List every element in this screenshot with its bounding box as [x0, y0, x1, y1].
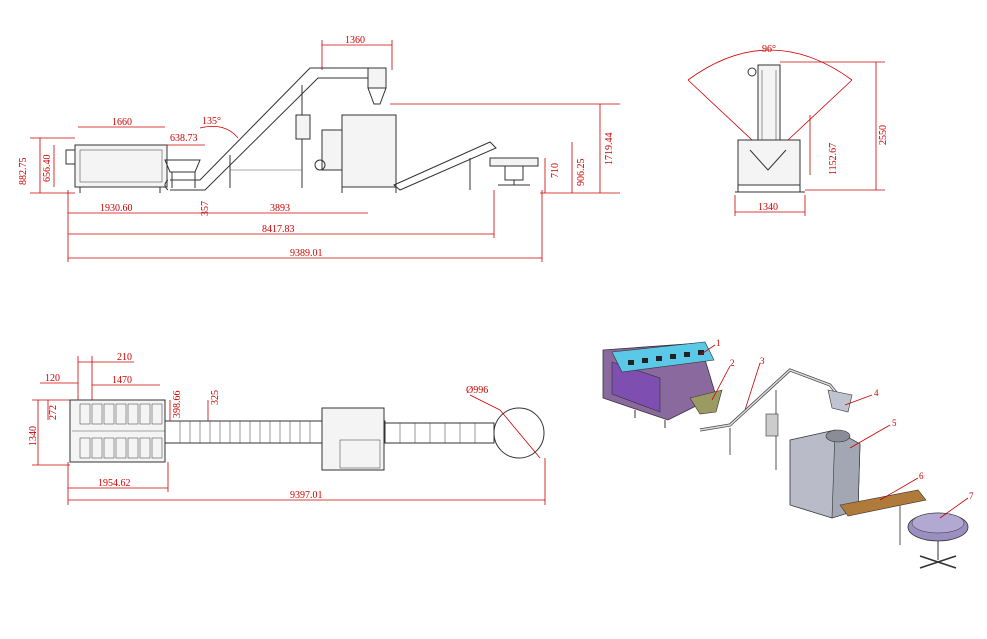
iso-top-hopper — [827, 389, 853, 413]
dim-906-25: 906.25 — [576, 159, 587, 187]
dim-2550: 2550 — [878, 125, 889, 145]
dim-9397-01: 9397.01 — [290, 490, 323, 501]
dim-357: 357 — [200, 201, 211, 216]
dim-1340-top: 1340 — [28, 426, 39, 446]
dim-398-66: 398.66 — [172, 391, 183, 419]
dim-3893: 3893 — [270, 203, 290, 214]
callout-6: 6 — [919, 471, 924, 481]
dim-272: 272 — [48, 405, 59, 420]
dim-1930-60: 1930.60 — [100, 203, 133, 214]
top-packing-machine — [321, 407, 385, 471]
side-view: 1360 1660 638.73 135° 882.75 656.40 1930… — [18, 35, 620, 262]
top-rotary-table — [493, 407, 545, 459]
side-weigher-motor — [65, 149, 76, 165]
side-packing-machine — [341, 114, 397, 188]
dim-1954-62: 1954.62 — [98, 478, 131, 489]
side-output-conveyor — [393, 141, 497, 191]
end-machine-body — [737, 139, 801, 186]
dim-1340-end: 1340 — [758, 202, 778, 213]
side-discharge-chute — [164, 159, 201, 173]
callout-1: 1 — [716, 338, 721, 348]
callout-5: 5 — [892, 418, 897, 428]
side-control-box — [295, 114, 311, 140]
dim-1660: 1660 — [112, 117, 132, 128]
iso-weigher-hoppers — [611, 341, 715, 373]
iso-view: 1 2 3 4 5 6 7 — [602, 338, 974, 569]
side-weigher-panel — [79, 149, 163, 183]
dim-dia-996: Ø996 — [466, 385, 488, 396]
end-view: 96° 1152.67 2550 1340 — [687, 44, 889, 216]
side-rotary-table — [489, 157, 539, 167]
dim-1470: 1470 — [112, 375, 132, 386]
dim-angle-135: 135° — [202, 116, 221, 127]
dim-8417-83: 8417.83 — [262, 224, 295, 235]
dim-710: 710 — [550, 163, 561, 178]
callout-2: 2 — [730, 358, 735, 368]
dim-1360: 1360 — [345, 35, 365, 46]
dim-angle-96: 96° — [762, 44, 776, 55]
dim-638-73: 638.73 — [170, 133, 198, 144]
iso-weigher-panel — [611, 361, 661, 413]
side-top-hopper — [367, 67, 387, 89]
dim-120: 120 — [45, 373, 60, 384]
callout-7: 7 — [969, 491, 974, 501]
dim-656-40: 656.40 — [42, 155, 53, 183]
top-incline-conveyor — [164, 420, 386, 444]
dim-210: 210 — [117, 352, 132, 363]
callout-4: 4 — [874, 388, 879, 398]
side-incline-conveyor — [170, 67, 380, 181]
callout-3: 3 — [760, 356, 765, 366]
top-view: Ø996 210 120 1470 272 1340 398.66 325 19… — [28, 352, 546, 505]
top-output-conveyor — [383, 422, 495, 444]
dim-882-75: 882.75 — [18, 158, 29, 186]
dim-1152-67: 1152.67 — [828, 143, 839, 175]
dim-325: 325 — [210, 390, 221, 405]
dim-9389-01: 9389.01 — [290, 248, 323, 259]
iso-output-conveyor — [839, 489, 927, 517]
dim-1719-44: 1719.44 — [604, 133, 615, 166]
side-weigher-body — [74, 144, 168, 188]
